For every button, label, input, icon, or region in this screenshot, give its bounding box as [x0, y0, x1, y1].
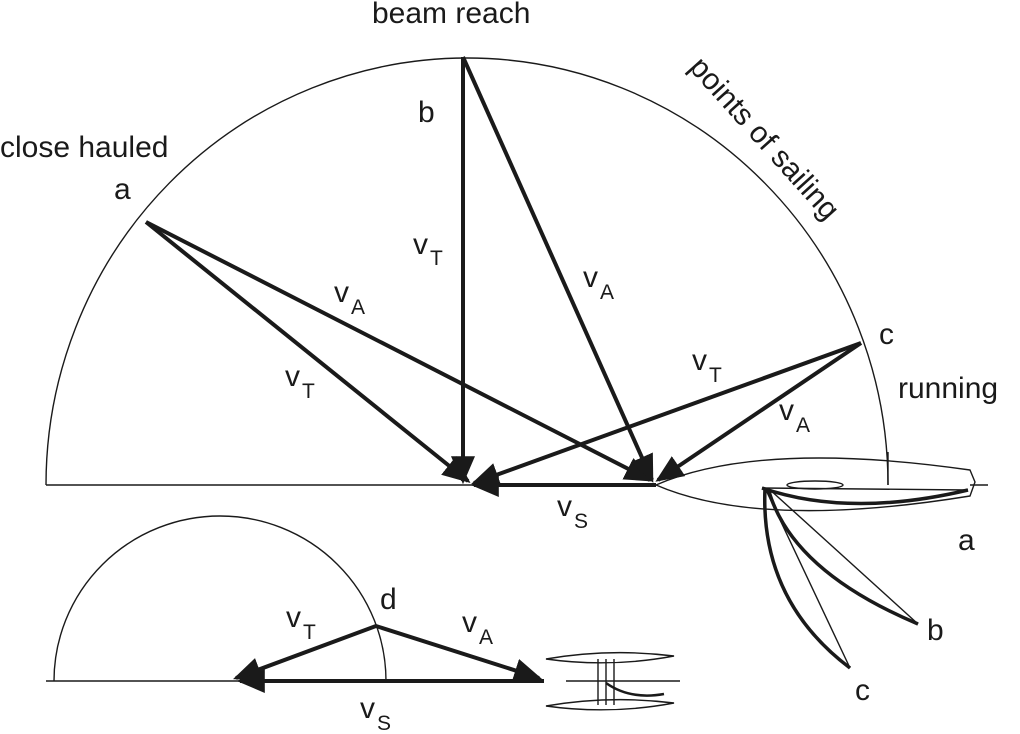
vector-va-b	[461, 56, 654, 483]
catamaran	[545, 651, 680, 711]
vs-label-small: v S	[360, 692, 391, 734]
vector-va-c	[655, 341, 863, 482]
svg-text:T: T	[303, 621, 316, 644]
sail-c-chord	[764, 487, 851, 669]
svg-text:v: v	[334, 276, 349, 309]
label-close-hauled: close hauled	[0, 131, 168, 164]
svg-text:T: T	[302, 380, 315, 403]
svg-text:T: T	[430, 247, 443, 270]
sail-b-chord	[767, 487, 919, 625]
vt-label-b: v T	[413, 228, 443, 270]
vectors-c	[470, 341, 863, 486]
sail-c	[763, 487, 852, 670]
sail-a-chord	[761, 487, 969, 491]
svg-text:A: A	[796, 414, 810, 437]
vectors-b	[451, 56, 654, 485]
hull-outline	[654, 457, 976, 512]
vt-label-c: v T	[692, 344, 722, 387]
vt-label-a: v T	[285, 360, 315, 403]
svg-text:A: A	[600, 281, 614, 304]
catamaran-hull-top	[545, 651, 675, 664]
label-sail-b: b	[927, 614, 944, 647]
svg-text:v: v	[413, 228, 428, 261]
vs-label-main: v S	[557, 490, 588, 533]
catamaran-sail	[605, 681, 665, 697]
va-label-d: v A	[462, 606, 493, 649]
svg-text:v: v	[286, 601, 301, 634]
svg-text:S: S	[574, 510, 588, 533]
svg-text:v: v	[462, 606, 477, 639]
svg-text:v: v	[779, 394, 794, 427]
label-point-a: a	[114, 173, 131, 206]
vector-va-d	[375, 624, 543, 682]
svg-text:A: A	[351, 296, 365, 319]
label-beam-reach: beam reach	[372, 0, 530, 30]
vectors-d	[233, 624, 544, 693]
label-sail-a: a	[958, 524, 975, 557]
label-point-c: c	[879, 318, 894, 351]
vector-vt-c	[470, 341, 862, 486]
svg-text:v: v	[692, 344, 707, 377]
sails	[761, 486, 969, 670]
label-points-of-sailing: points of sailing	[683, 51, 846, 227]
vectors-a	[144, 220, 653, 484]
catamaran-hull-bottom	[545, 698, 675, 711]
label-point-d: d	[380, 583, 397, 616]
svg-text:T: T	[709, 364, 722, 387]
svg-text:v: v	[285, 360, 300, 393]
va-label-b: v A	[583, 261, 614, 304]
vector-va-a	[145, 220, 653, 482]
svg-text:v: v	[557, 490, 572, 523]
sail-a	[761, 486, 969, 506]
svg-text:A: A	[479, 626, 493, 649]
label-point-b: b	[418, 96, 435, 129]
va-label-a: v A	[334, 276, 365, 319]
vector-vt-a	[144, 220, 471, 484]
svg-text:S: S	[377, 712, 391, 734]
label-sail-c: c	[855, 674, 870, 707]
va-label-c: v A	[779, 394, 810, 437]
label-running: running	[898, 372, 998, 405]
vt-label-d: v T	[286, 601, 316, 644]
svg-text:v: v	[583, 261, 598, 294]
svg-text:v: v	[360, 692, 375, 725]
